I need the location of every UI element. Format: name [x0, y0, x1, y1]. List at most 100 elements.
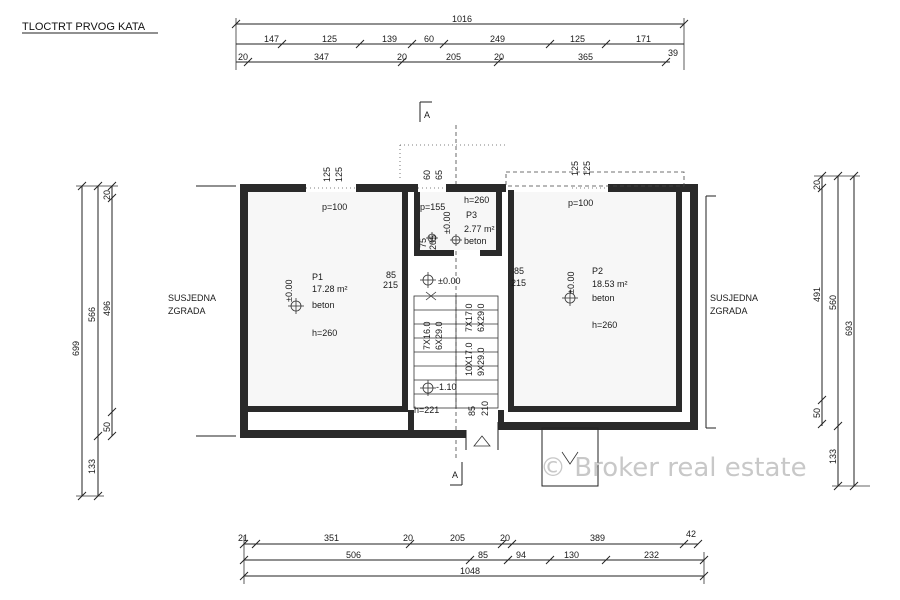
entrance-door — [465, 422, 499, 450]
level-markers — [288, 232, 578, 396]
svg-text:±0.00: ±0.00 — [284, 280, 294, 302]
section-marker-bottom — [450, 462, 463, 486]
section-label-bottom: A — [452, 470, 458, 480]
svg-text:147: 147 — [264, 34, 279, 44]
neighbor-right-label-2: ZGRADA — [710, 306, 748, 316]
bottom-row2-dims: 506 85 94 130 232 — [346, 550, 659, 560]
svg-text:205: 205 — [428, 235, 438, 250]
svg-text:125: 125 — [334, 167, 344, 182]
svg-text:249: 249 — [490, 34, 505, 44]
svg-text:17.28 m²: 17.28 m² — [312, 284, 348, 294]
svg-text:125: 125 — [570, 161, 580, 176]
svg-text:-1.10: -1.10 — [436, 382, 457, 392]
drawing-title: TLOCTRT PRVOG KATA — [22, 21, 146, 33]
svg-text:9X29.0: 9X29.0 — [476, 347, 486, 376]
neighbor-left-label-1: SUSJEDNA — [168, 293, 216, 303]
svg-text:506: 506 — [346, 550, 361, 560]
svg-text:347: 347 — [314, 52, 329, 62]
svg-text:50: 50 — [812, 408, 822, 418]
svg-text:beton: beton — [464, 236, 487, 246]
svg-text:10X17.0: 10X17.0 — [464, 342, 474, 376]
svg-text:351: 351 — [324, 533, 339, 543]
plan-annotations: p=155 85 215 85 215 ±0.00 -1.10 h=221 85… — [322, 161, 592, 416]
top-dimension-lines — [231, 18, 689, 70]
svg-text:18.53 m²: 18.53 m² — [592, 279, 628, 289]
svg-text:±0.00: ±0.00 — [566, 272, 576, 294]
svg-text:7X16.0: 7X16.0 — [422, 321, 432, 350]
svg-text:232: 232 — [644, 550, 659, 560]
svg-text:P2: P2 — [592, 266, 603, 276]
svg-text:h=260: h=260 — [464, 195, 489, 205]
svg-text:210: 210 — [480, 401, 490, 416]
svg-text:133: 133 — [87, 459, 97, 474]
top-dim-ticks — [243, 39, 671, 67]
svg-text:60: 60 — [422, 170, 432, 180]
top-row2-dims: 20 347 20 205 20 365 39 — [238, 48, 678, 62]
right-outer-dim: 560 — [828, 295, 838, 310]
svg-text:42: 42 — [686, 529, 696, 539]
svg-text:125: 125 — [322, 167, 332, 182]
svg-text:50: 50 — [102, 422, 112, 432]
svg-text:215: 215 — [511, 278, 526, 288]
left-outer-dim: 566 — [87, 307, 97, 322]
bottom-dimension-lines — [239, 536, 709, 584]
bottom-total-dim: 1048 — [460, 566, 480, 576]
svg-text:171: 171 — [636, 34, 651, 44]
svg-text:21: 21 — [238, 533, 248, 543]
svg-text:P3: P3 — [466, 210, 477, 220]
svg-text:h=260: h=260 — [592, 320, 617, 330]
left-dimension-lines — [76, 181, 118, 501]
svg-text:beton: beton — [312, 300, 335, 310]
svg-text:60: 60 — [424, 34, 434, 44]
svg-text:365: 365 — [578, 52, 593, 62]
svg-text:125: 125 — [570, 34, 585, 44]
neighbor-right-outline — [705, 195, 716, 429]
svg-text:85: 85 — [467, 406, 477, 416]
watermark: © Broker real estate — [540, 453, 807, 483]
svg-text:20: 20 — [397, 52, 407, 62]
section-marker-top — [419, 101, 432, 122]
window-markings — [306, 144, 685, 189]
svg-text:205: 205 — [450, 533, 465, 543]
svg-text:20: 20 — [812, 180, 822, 190]
svg-text:±0.00: ±0.00 — [438, 276, 460, 286]
svg-text:7X17.0: 7X17.0 — [464, 303, 474, 332]
neighbor-left-outline — [196, 185, 236, 437]
svg-text:20: 20 — [494, 52, 504, 62]
walls — [240, 184, 698, 438]
svg-text:20: 20 — [500, 533, 510, 543]
top-total-dim: 1016 — [452, 14, 472, 24]
svg-text:h=221: h=221 — [414, 405, 439, 415]
svg-text:20: 20 — [238, 52, 248, 62]
room-p2: P2 18.53 m² beton h=260 p=100 ±0.00 — [566, 198, 628, 330]
svg-text:125: 125 — [322, 34, 337, 44]
right-dimension-lines — [814, 171, 870, 491]
left-total-dim: 699 — [71, 341, 81, 356]
svg-text:75: 75 — [418, 238, 428, 248]
svg-text:2.77 m²: 2.77 m² — [464, 224, 495, 234]
svg-text:139: 139 — [382, 34, 397, 44]
svg-text:P1: P1 — [312, 272, 323, 282]
svg-text:389: 389 — [590, 533, 605, 543]
svg-text:20: 20 — [403, 533, 413, 543]
neighbor-right-label-1: SUSJEDNA — [710, 293, 758, 303]
svg-text:94: 94 — [516, 550, 526, 560]
outdoor-box — [541, 427, 599, 487]
svg-text:p=100: p=100 — [568, 198, 593, 208]
svg-text:125: 125 — [582, 161, 592, 176]
room-interiors — [248, 192, 676, 406]
svg-text:215: 215 — [383, 280, 398, 290]
svg-text:491: 491 — [812, 287, 822, 302]
svg-text:496: 496 — [102, 301, 112, 316]
svg-text:h=260: h=260 — [312, 328, 337, 338]
right-total-dim: 693 — [844, 321, 854, 336]
svg-text:p=155: p=155 — [420, 202, 445, 212]
staircase — [413, 291, 499, 409]
svg-text:205: 205 — [446, 52, 461, 62]
room-p1: P1 17.28 m² beton h=260 p=100 ±0.00 — [284, 202, 348, 338]
svg-text:85: 85 — [386, 270, 396, 280]
section-label-top: A — [424, 110, 430, 120]
neighbor-left-label-2: ZGRADA — [168, 306, 206, 316]
svg-text:±0.00: ±0.00 — [442, 212, 452, 234]
